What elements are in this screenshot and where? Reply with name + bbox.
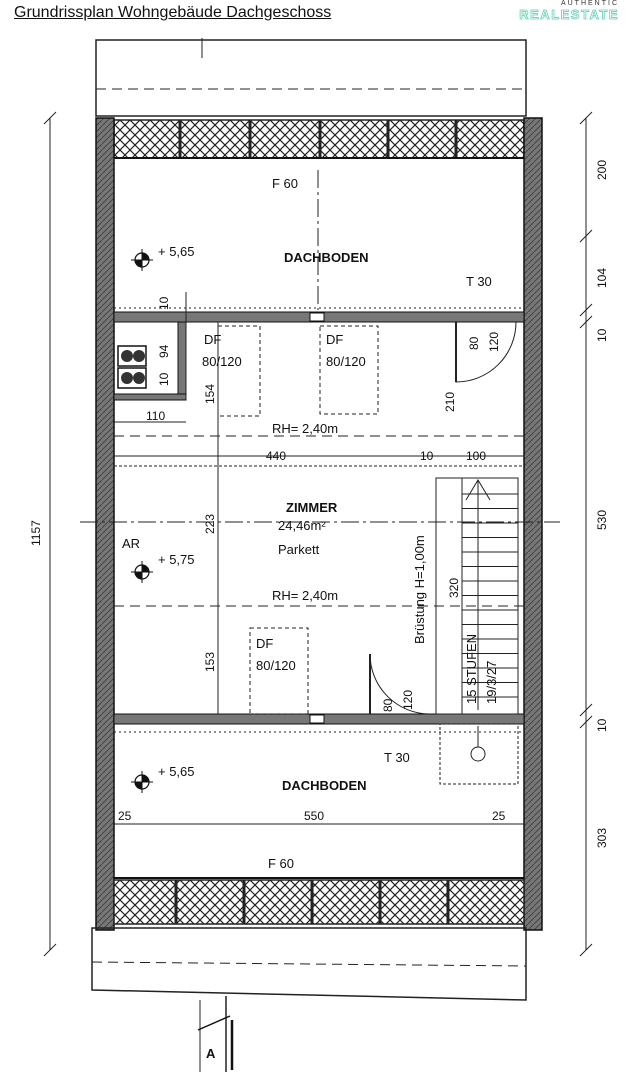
label-stufen: 15 STUFEN	[464, 634, 479, 704]
label-bruestung: Brüstung H=1,00m	[412, 535, 427, 644]
label-stufen-ratio: 19/3/27	[484, 661, 499, 704]
dim-25a: 25	[118, 809, 132, 823]
label-rh1: RH= 2,40m	[272, 421, 338, 436]
plan-labels: F 60 DACHBODEN + 5,65 T 30 DF 80/120 DF …	[122, 176, 499, 871]
label-dachboden-top: DACHBODEN	[284, 250, 369, 265]
insulation-bottom	[113, 877, 525, 925]
roof-overhang-top	[95, 38, 527, 117]
dim-right-303: 303	[595, 828, 609, 848]
level-markers	[131, 249, 153, 793]
dim-94: 94	[157, 344, 171, 358]
dim-153: 153	[203, 652, 217, 672]
label-f60-top: F 60	[272, 176, 298, 191]
brand-logo-main: REALESTATE	[519, 7, 619, 23]
label-level-bottom: + 5,65	[158, 764, 195, 779]
dim-440: 440	[266, 449, 286, 463]
section-label: A	[206, 1046, 216, 1061]
label-df1-size: 80/120	[202, 354, 242, 369]
doors	[369, 321, 517, 715]
dim-10-mid: 10	[420, 449, 434, 463]
header: Grundrissplan Wohngebäude Dachgeschoss A…	[0, 0, 629, 34]
dimension-labels: 1157 200 104 10 530 10 303 10 94 10 154 …	[29, 160, 609, 848]
dim-120a: 120	[487, 332, 501, 352]
dim-100: 100	[466, 449, 486, 463]
dim-right-200: 200	[595, 160, 609, 180]
label-df1: DF	[204, 332, 221, 347]
dim-80b: 80	[381, 698, 395, 712]
label-df3-size: 80/120	[256, 658, 296, 673]
section-marker: A	[197, 1015, 234, 1070]
outer-walls	[95, 117, 543, 931]
dim-120b: 120	[401, 690, 415, 710]
dim-25b: 25	[492, 809, 506, 823]
floor-plan: A F 60 DACHBODEN + 5,65 T 30 DF 80/120 D…	[29, 38, 609, 1072]
roof-overhang-bottom	[91, 927, 527, 1072]
label-df3: DF	[256, 636, 273, 651]
partition-walls	[113, 311, 525, 725]
label-t30-bottom: T 30	[384, 750, 410, 765]
brand-logo: AUTHENTIC REALESTATE	[519, 0, 619, 22]
insulation-top	[113, 119, 525, 159]
dim-right-10b: 10	[595, 718, 609, 732]
dim-right-10a: 10	[595, 328, 609, 342]
label-df2-size: 80/120	[326, 354, 366, 369]
dim-right-530: 530	[595, 510, 609, 530]
skylights	[217, 325, 379, 715]
dim-right-104: 104	[595, 268, 609, 288]
label-ar: AR	[122, 536, 140, 551]
label-t30-top: T 30	[466, 274, 492, 289]
brand-logo-top: AUTHENTIC	[560, 0, 619, 7]
dim-total-height: 1157	[29, 520, 43, 546]
dimension-lines	[43, 111, 593, 957]
dim-80a: 80	[467, 336, 481, 350]
label-rh2: RH= 2,40m	[272, 588, 338, 603]
label-dachboden-bottom: DACHBODEN	[282, 778, 367, 793]
shaft-symbols	[117, 345, 147, 389]
label-level-top: + 5,65	[158, 244, 195, 259]
label-f60-bottom: F 60	[268, 856, 294, 871]
dim-320: 320	[447, 578, 461, 598]
dim-10-top: 10	[157, 296, 171, 310]
page-title: Grundrissplan Wohngebäude Dachgeschoss	[14, 4, 332, 21]
dim-550: 550	[304, 809, 324, 823]
dim-10-small: 10	[157, 372, 171, 386]
label-zimmer: ZIMMER	[286, 500, 338, 515]
roof-lines	[80, 170, 560, 733]
staircase	[435, 477, 519, 785]
dim-154: 154	[203, 384, 217, 404]
label-level-mid: + 5,75	[158, 552, 195, 567]
dim-210: 210	[443, 392, 457, 412]
dim-223: 223	[203, 514, 217, 534]
dim-110: 110	[146, 409, 165, 423]
label-parkett: Parkett	[278, 542, 320, 557]
label-area: 24,46m²	[278, 518, 326, 533]
label-df2: DF	[326, 332, 343, 347]
